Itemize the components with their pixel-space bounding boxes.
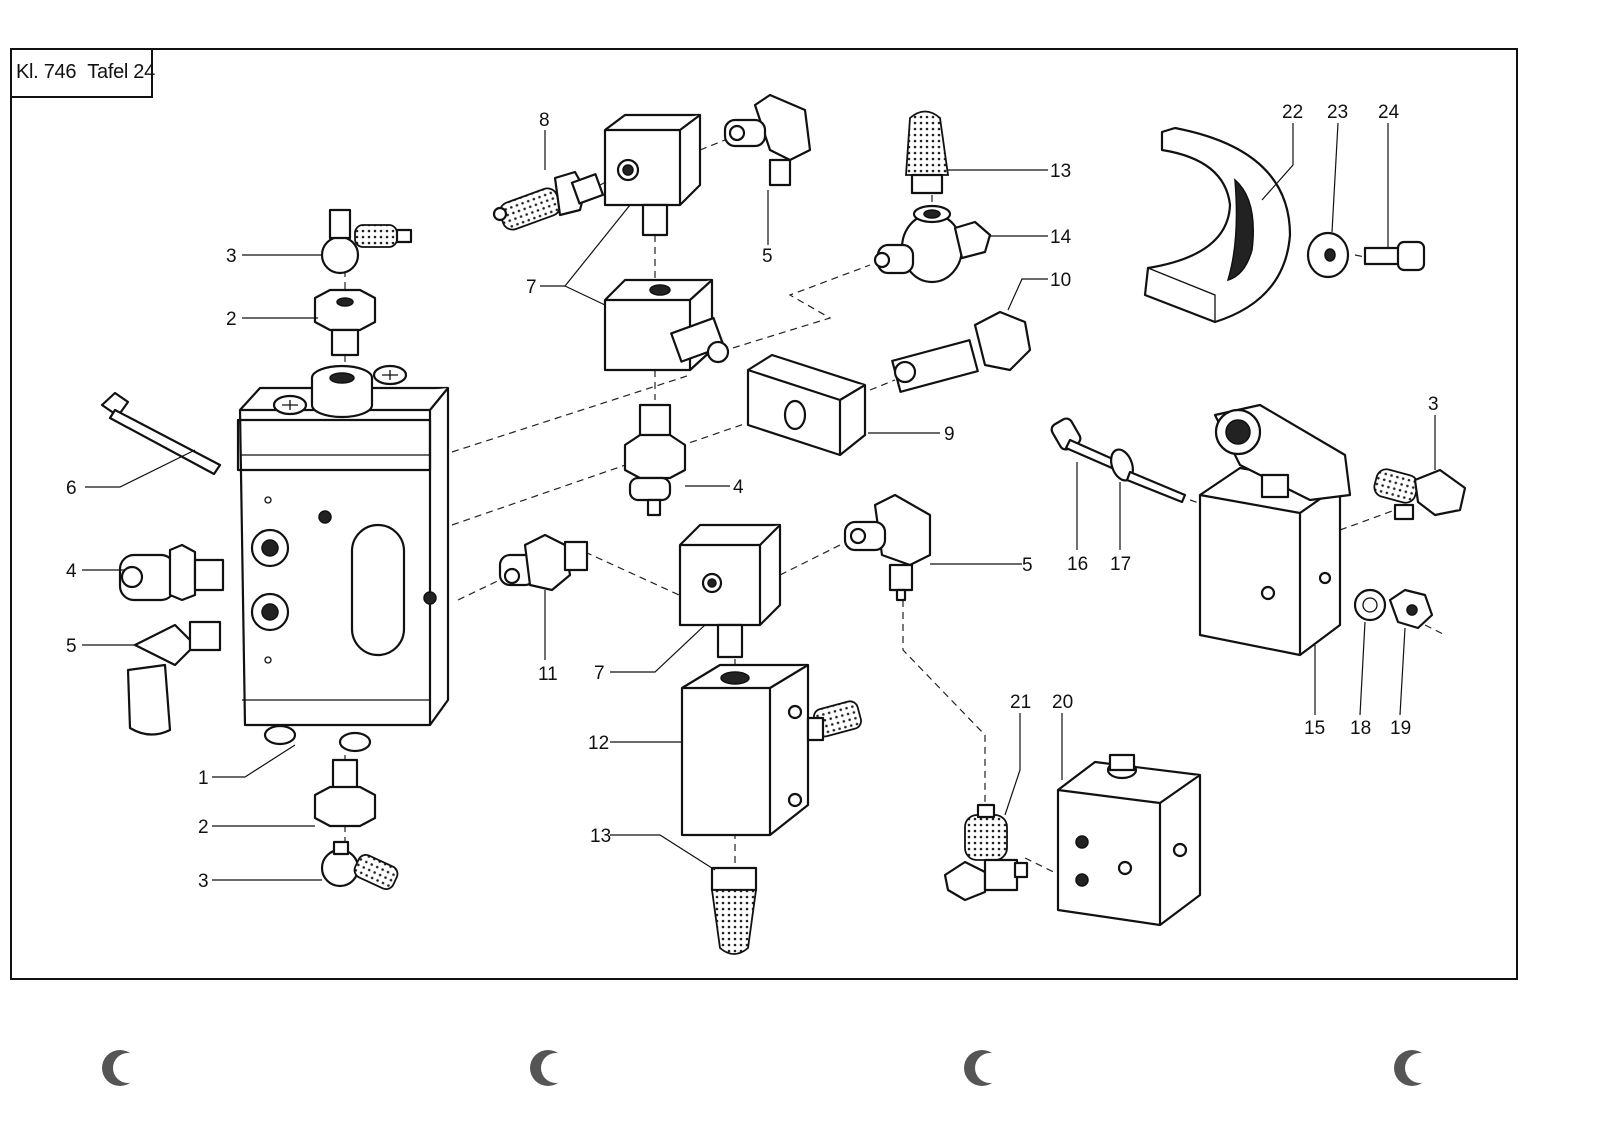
callout-8: 8 xyxy=(539,110,550,131)
assembly-lines xyxy=(344,139,1446,881)
callout-5: 5 xyxy=(1022,555,1033,576)
callout-6: 6 xyxy=(66,478,77,499)
part-4-left-fitting xyxy=(118,543,225,602)
part-7-top-block xyxy=(603,113,702,237)
part-2-top-nut xyxy=(313,288,377,357)
callout-1: 1 xyxy=(198,768,209,789)
part-23-washer xyxy=(1306,231,1350,279)
callout-18: 18 xyxy=(1350,718,1371,739)
part-9-block xyxy=(746,353,867,457)
part-15-roller-valve xyxy=(1198,403,1352,657)
callout-10: 10 xyxy=(1050,270,1071,291)
plate-number: Tafel 24 xyxy=(87,61,155,83)
callout-7: 7 xyxy=(526,277,537,298)
callout-3: 3 xyxy=(1428,394,1439,415)
part-16-pin xyxy=(1050,417,1187,504)
callout-5: 5 xyxy=(66,636,77,657)
callout-4: 4 xyxy=(66,561,77,582)
part-6-bolt xyxy=(100,391,222,476)
part-18-lock-washer xyxy=(1353,588,1387,622)
callout-22: 22 xyxy=(1282,102,1303,123)
part-7-middle-block xyxy=(603,278,730,372)
leader-lines xyxy=(82,122,1436,881)
callout-4: 4 xyxy=(733,477,744,498)
callout-19: 19 xyxy=(1390,718,1411,739)
callout-15: 15 xyxy=(1304,718,1325,739)
callout-11: 11 xyxy=(538,664,558,685)
callout-2: 2 xyxy=(226,309,237,330)
drawing-frame xyxy=(10,48,1518,980)
part-13-top-silencer xyxy=(905,110,950,195)
part-5-left-elbow xyxy=(126,620,222,736)
callout-3: 3 xyxy=(226,246,237,267)
callout-9: 9 xyxy=(944,424,955,445)
binder-holes xyxy=(102,1050,1435,1086)
callout-labels: 3 2 6 4 5 1 2 3 8 7 5 13 14 10 9 4 5 11 … xyxy=(66,102,1439,892)
callout-20: 20 xyxy=(1052,692,1073,713)
part-12-block xyxy=(680,663,862,837)
callout-3: 3 xyxy=(198,871,209,892)
callout-13: 13 xyxy=(590,826,611,847)
part-11-fitting xyxy=(498,533,589,592)
plate-title: Kl. 746 Tafel 24 xyxy=(10,48,155,98)
part-3-bottom-fitting xyxy=(320,840,399,891)
callout-5: 5 xyxy=(762,246,773,267)
part-3-top-fitting xyxy=(320,208,413,275)
part-20-block xyxy=(1056,753,1202,927)
callout-16: 16 xyxy=(1067,554,1088,575)
part-7-lower-block xyxy=(678,523,782,659)
part-13-bottom-silencer xyxy=(710,866,758,955)
part-4-center-fitting xyxy=(623,403,687,517)
part-14-tee-fitting xyxy=(873,204,992,284)
part-5-center-elbow xyxy=(843,493,932,602)
part-22-bracket xyxy=(1143,126,1292,324)
part-19-nut xyxy=(1388,588,1434,630)
plate-class: Kl. 746 xyxy=(16,61,77,83)
callout-24: 24 xyxy=(1378,102,1400,123)
binder-hole-icon xyxy=(964,1050,1005,1086)
callout-7: 7 xyxy=(594,663,605,684)
binder-hole-icon xyxy=(102,1050,143,1086)
part-1-valve-body xyxy=(236,364,450,753)
callout-12: 12 xyxy=(588,733,609,754)
callout-14: 14 xyxy=(1050,227,1072,248)
part-2-bottom-nut xyxy=(313,758,377,828)
callout-17: 17 xyxy=(1110,554,1131,575)
part-5-top-elbow xyxy=(723,93,812,187)
callout-21: 21 xyxy=(1010,692,1031,713)
callout-13: 13 xyxy=(1050,161,1071,182)
part-3-right-fitting xyxy=(1373,468,1467,521)
part-24-screw xyxy=(1363,240,1426,272)
binder-hole-icon xyxy=(530,1050,571,1086)
callout-23: 23 xyxy=(1327,102,1348,123)
binder-hole-icon xyxy=(1394,1050,1435,1086)
part-21-fitting xyxy=(943,803,1029,902)
part-8-fitting xyxy=(492,170,605,231)
callout-2: 2 xyxy=(198,817,209,838)
part-10-bolt xyxy=(891,310,1032,393)
